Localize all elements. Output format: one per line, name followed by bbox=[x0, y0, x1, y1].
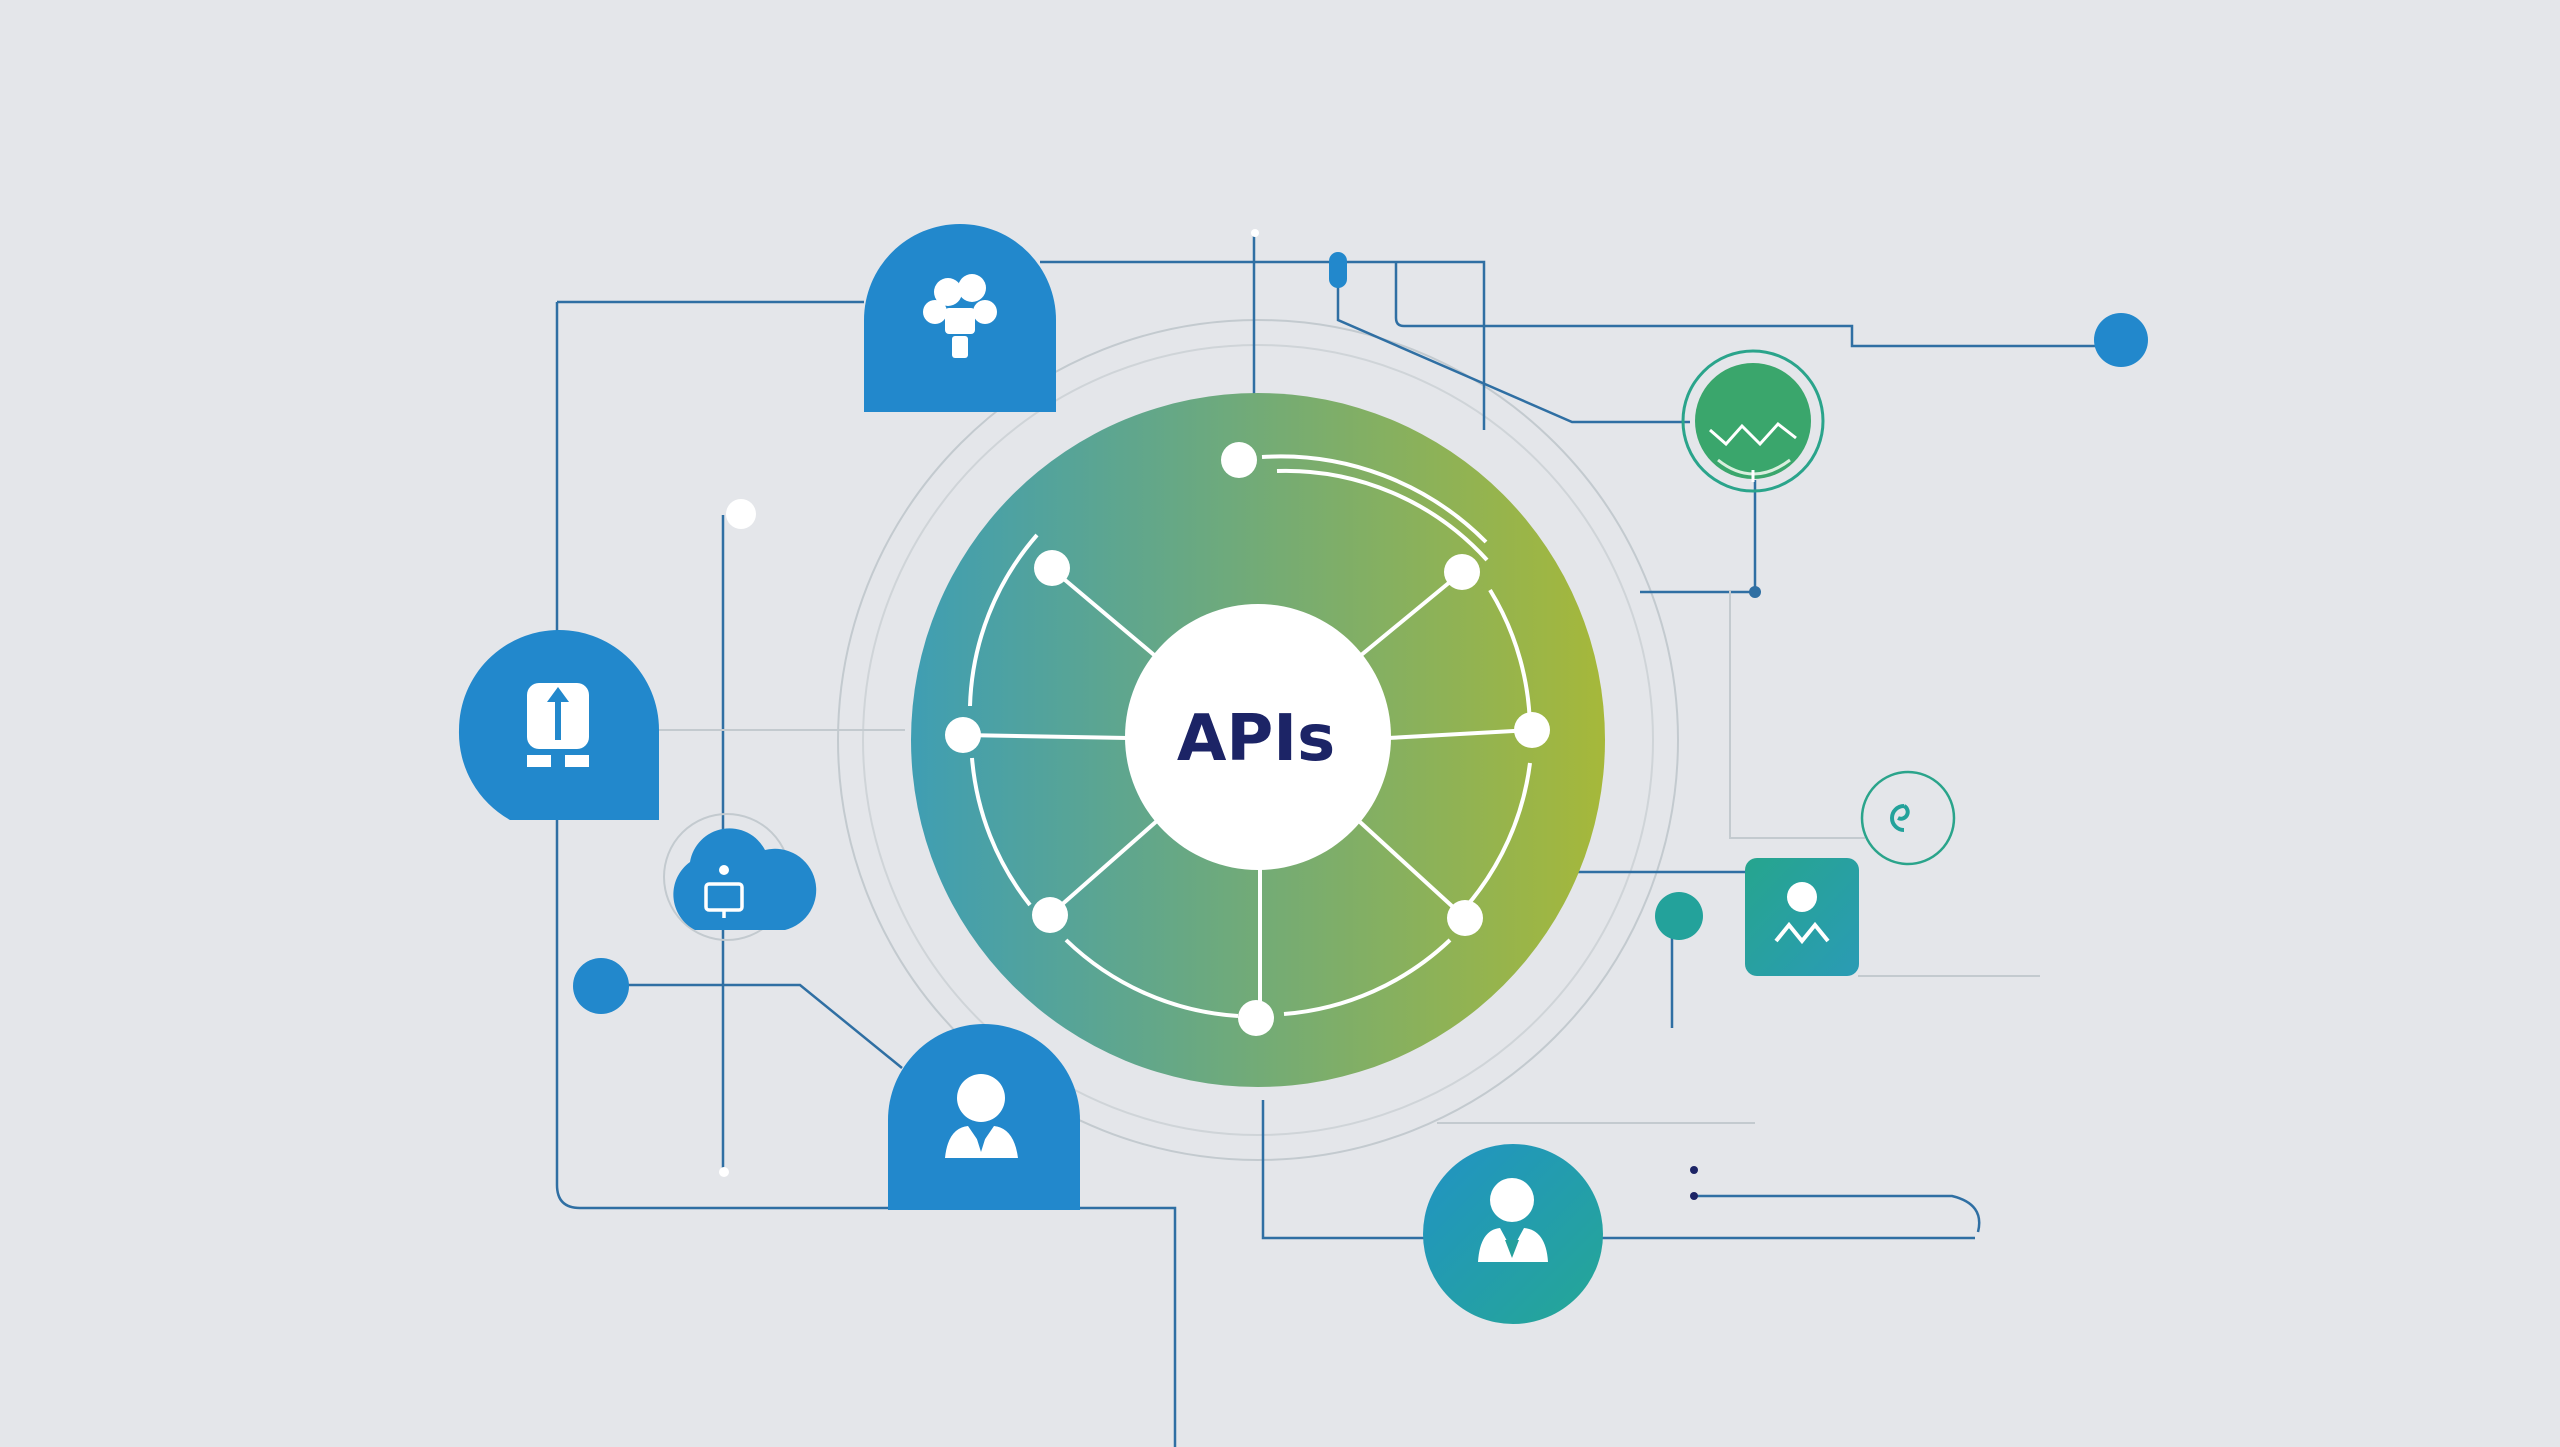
connector-line bbox=[1040, 260, 1486, 430]
person-tile bbox=[1423, 1144, 1603, 1324]
hub-node bbox=[1034, 550, 1070, 586]
profile-card-icon bbox=[1774, 882, 1830, 945]
hub-label: APIs bbox=[1177, 702, 1335, 776]
connector-line bbox=[1640, 480, 1757, 594]
hub-nodes bbox=[945, 442, 1550, 1036]
connector-line bbox=[600, 983, 903, 1069]
node-dot bbox=[726, 499, 756, 529]
hub-arc bbox=[1463, 762, 1532, 910]
api-hub: APIs bbox=[911, 393, 1605, 1087]
hub-spoke bbox=[962, 733, 1129, 740]
node-dot bbox=[1655, 892, 1703, 940]
hub-node bbox=[1238, 1000, 1274, 1036]
robot-tile bbox=[864, 224, 1056, 412]
profile-head bbox=[1787, 882, 1817, 912]
connector-line bbox=[1695, 1194, 1981, 1233]
tile-shape bbox=[1695, 363, 1811, 479]
chart-globe-icon bbox=[1709, 421, 1797, 482]
connector-line bbox=[1336, 272, 1690, 424]
robot-head bbox=[973, 300, 997, 324]
hub-spoke bbox=[1358, 820, 1467, 920]
hub-spoke bbox=[1050, 567, 1162, 662]
user-tile bbox=[888, 1024, 1080, 1210]
person-tie-icon bbox=[1478, 1178, 1548, 1262]
robot-head bbox=[934, 278, 962, 306]
hub-arc bbox=[1283, 938, 1452, 1016]
user-tie bbox=[976, 1136, 986, 1152]
tile-shape bbox=[1745, 858, 1859, 976]
connector-line bbox=[1394, 262, 2120, 348]
letter-c-icon bbox=[1890, 804, 1910, 832]
hub-arc bbox=[1261, 454, 1488, 544]
cloud-tile bbox=[663, 813, 817, 941]
robot-head bbox=[923, 300, 947, 324]
person-head bbox=[1490, 1178, 1534, 1222]
hub-spokes bbox=[962, 567, 1533, 1018]
node-dot bbox=[1749, 586, 1761, 598]
faint-lines bbox=[655, 590, 2040, 1124]
upload-tile bbox=[458, 630, 659, 820]
orbit-ring bbox=[862, 344, 1654, 1136]
user-body bbox=[945, 1126, 1018, 1158]
icon-base bbox=[527, 755, 551, 767]
connector-line bbox=[1261, 1100, 1428, 1240]
connector-line bbox=[1729, 590, 1865, 839]
orbit-ring bbox=[837, 319, 1679, 1161]
tile-outline bbox=[1681, 349, 1825, 493]
node-dot bbox=[2094, 313, 2148, 367]
hub-node bbox=[1444, 554, 1480, 590]
hub-spoke bbox=[1048, 818, 1160, 917]
hub-node bbox=[1221, 442, 1257, 478]
hub-arc bbox=[970, 757, 1032, 907]
robot-head bbox=[958, 274, 986, 302]
slider-knob bbox=[1329, 252, 1347, 288]
hub-arc bbox=[1064, 938, 1239, 1018]
tile-shape bbox=[1860, 770, 1956, 866]
letter-c-tile bbox=[1860, 770, 1956, 866]
tile-shape bbox=[1423, 1144, 1603, 1324]
robot-leg bbox=[952, 336, 968, 358]
cloud-monitor-icon bbox=[704, 865, 744, 918]
user-head bbox=[957, 1074, 1005, 1122]
chart-globe-tile bbox=[1681, 349, 1825, 493]
user-icon bbox=[945, 1074, 1018, 1158]
profile-card-tile bbox=[1745, 858, 1859, 976]
hub-node bbox=[945, 717, 981, 753]
person-body bbox=[1478, 1228, 1548, 1262]
profile-chevron bbox=[1774, 921, 1830, 945]
node-dot bbox=[1251, 229, 1259, 237]
connector-line bbox=[555, 302, 1177, 1447]
hub-spoke bbox=[1387, 728, 1533, 740]
node-dot bbox=[1690, 1166, 1698, 1174]
chart-line bbox=[1709, 421, 1797, 447]
node-dot bbox=[1690, 1192, 1698, 1200]
node-dot bbox=[719, 1167, 729, 1177]
hub-spoke bbox=[1358, 570, 1464, 658]
monitor-dot bbox=[719, 865, 729, 875]
upload-tag-icon bbox=[527, 683, 589, 767]
hub-node bbox=[1032, 897, 1068, 933]
hub-node bbox=[1447, 900, 1483, 936]
tile-shape bbox=[673, 828, 817, 930]
robot-icon bbox=[923, 274, 997, 358]
icon-arrow-head bbox=[547, 687, 569, 702]
hub-arc bbox=[968, 533, 1039, 707]
hub-arc bbox=[1276, 468, 1489, 562]
orbit-rings bbox=[837, 319, 1679, 1161]
icon-base bbox=[565, 755, 589, 767]
node-dot bbox=[573, 958, 629, 1014]
robot-body bbox=[945, 308, 975, 334]
hub-node bbox=[1514, 712, 1550, 748]
person-tie bbox=[1505, 1240, 1519, 1258]
hub-center-disc bbox=[1125, 604, 1391, 870]
